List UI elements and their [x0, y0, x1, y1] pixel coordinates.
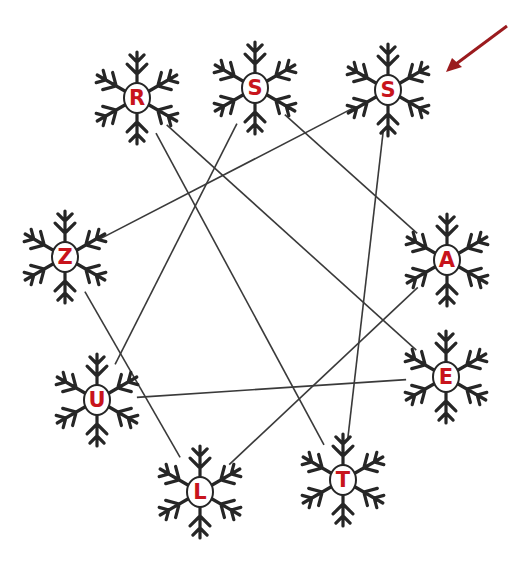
snowflake-node: U [47, 350, 147, 450]
snowflake-node: S [205, 38, 305, 138]
letter-label: E [396, 327, 496, 427]
letter-label: U [47, 350, 147, 450]
letter-label: L [150, 442, 250, 542]
snowflake-node: R [87, 48, 187, 148]
letter-label: R [87, 48, 187, 148]
letter-label: A [397, 210, 497, 310]
letter-label: T [293, 430, 393, 530]
snowflake-node: T [293, 430, 393, 530]
connector-line [167, 125, 417, 350]
pointer-line [456, 26, 507, 64]
letter-label: S [338, 40, 438, 140]
snowflake-node: S [338, 40, 438, 140]
letter-label: S [205, 38, 305, 138]
snowflake-node: Z [15, 207, 115, 307]
pointer-head [446, 58, 462, 72]
snowflake-node: L [150, 442, 250, 542]
connector-line [115, 124, 237, 365]
connector-line [229, 287, 418, 464]
snowflake-node: A [397, 210, 497, 310]
letter-label: Z [15, 207, 115, 307]
connector-line [156, 133, 324, 445]
snowflake-node: E [396, 327, 496, 427]
connector-line [137, 380, 406, 398]
